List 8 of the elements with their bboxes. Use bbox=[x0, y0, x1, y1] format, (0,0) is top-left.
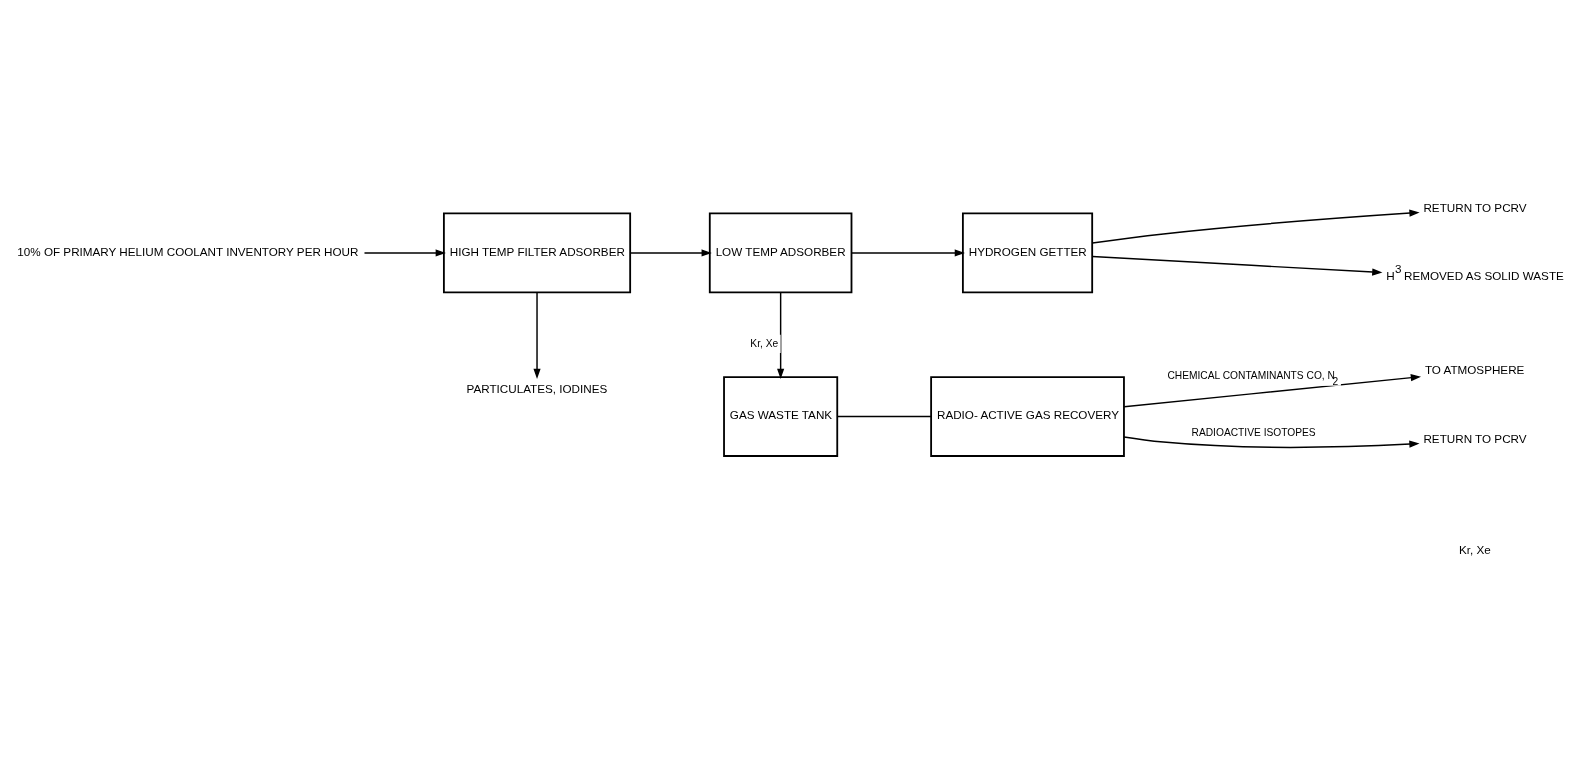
node-text: RETURN TO PCRV bbox=[1423, 431, 1527, 445]
edge-label: Kr, Xe bbox=[750, 337, 779, 349]
edge-label: RADIOACTIVE ISOTOPES bbox=[1191, 427, 1316, 439]
node-text: PARTICULATES, IODINES bbox=[466, 382, 608, 395]
label: Kr, Xe bbox=[1458, 542, 1491, 556]
node-text: TO ATMOSPHERE bbox=[1424, 363, 1525, 377]
node-text: RETURN TO PCRV bbox=[1423, 200, 1527, 214]
node-text: 10% OF PRIMARY HELIUM COOLANT INVENTORY PER HOUR bbox=[17, 244, 359, 258]
